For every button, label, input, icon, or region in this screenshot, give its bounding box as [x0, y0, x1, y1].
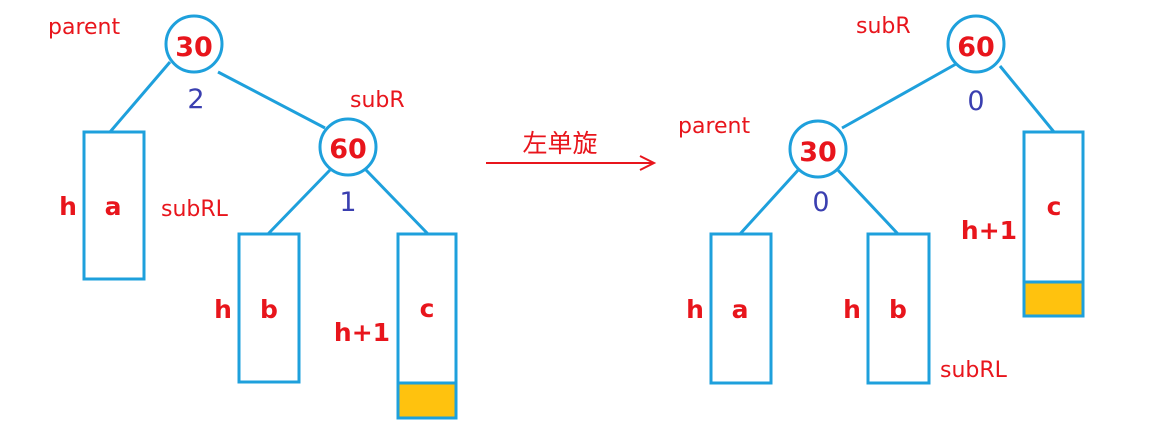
- subtree-a-right: [709, 232, 773, 385]
- subtree-b-label: b: [260, 295, 278, 324]
- node-subR: [318, 117, 378, 177]
- subR-right-balance-factor: 0: [967, 86, 984, 117]
- subtree-a-height: h: [59, 192, 77, 221]
- subtree-b: [237, 232, 301, 384]
- subtree-a-right-height: h: [686, 295, 704, 324]
- edge-subR-parent-right: [841, 62, 957, 130]
- parent-label: parent: [48, 15, 120, 40]
- subR-label: subR: [350, 88, 405, 113]
- subtree-c-right-label: c: [1047, 192, 1062, 221]
- parent-right-balance-factor: 0: [812, 187, 829, 218]
- subtree-c-height: h+1: [334, 318, 390, 347]
- subtree-c-right-height: h+1: [961, 216, 1017, 245]
- subtree-b-height: h: [214, 295, 232, 324]
- node-parent-right-value: 30: [799, 137, 837, 168]
- subR-right-label: subR: [856, 14, 911, 39]
- node-subR-value: 60: [329, 134, 367, 165]
- right-tree: 60 subR 0 30 parent 0 a h b h subRL c h+…: [678, 14, 1085, 385]
- edge-subR-c-right: [998, 65, 1056, 133]
- subtree-b-right-height: h: [843, 295, 861, 324]
- rotation-arrow: 左单旋: [486, 129, 657, 171]
- parent-balance-factor: 2: [187, 84, 204, 115]
- subtree-a: [82, 130, 146, 281]
- subtree-b-right-label: b: [889, 295, 907, 324]
- edge-parent-a-right: [738, 166, 802, 236]
- left-tree: 30 parent 2 60 subR 1 a h subRL b h c h+…: [48, 14, 458, 420]
- arrow-head: [639, 155, 657, 171]
- subtree-c-right-inserted-level: [1022, 280, 1085, 318]
- subRL-right-label: subRL: [940, 358, 1008, 383]
- node-subR-right-value: 60: [957, 32, 995, 63]
- node-subR-right: [946, 14, 1006, 74]
- subRL-label: subRL: [161, 197, 229, 222]
- edge-parent-subR: [217, 70, 326, 130]
- edge-subR-b: [266, 168, 332, 236]
- subtree-a-right-label: a: [732, 295, 749, 324]
- edge-subR-c: [364, 168, 430, 236]
- node-parent-value: 30: [175, 32, 213, 63]
- subtree-c-inserted-level: [396, 381, 458, 420]
- subtree-a-label: a: [105, 192, 122, 221]
- parent-right-label: parent: [678, 114, 750, 139]
- arrow-label: 左单旋: [522, 129, 597, 158]
- subR-balance-factor: 1: [339, 187, 356, 218]
- edge-parent-b-right: [834, 166, 900, 236]
- node-parent: [164, 14, 224, 74]
- node-parent-right: [788, 119, 848, 179]
- edge-parent-a: [108, 61, 172, 133]
- subtree-c-label: c: [420, 294, 435, 323]
- subtree-b-right: [866, 232, 931, 385]
